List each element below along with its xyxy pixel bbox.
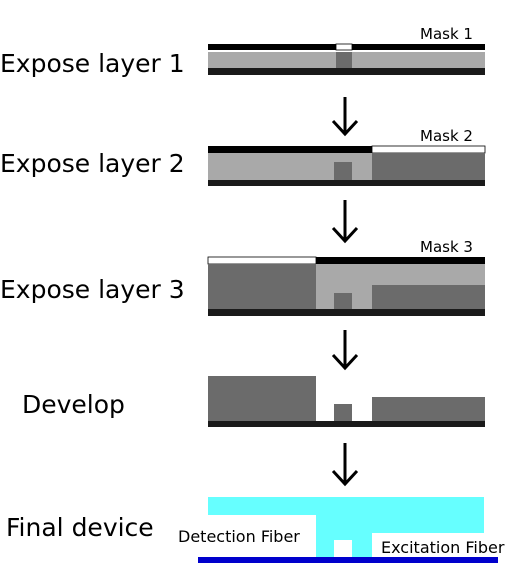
exposed-pillar (336, 52, 352, 68)
substrate (208, 68, 485, 75)
developed-block-right (372, 397, 485, 421)
step-label-expose-layer-3: Expose layer 3 (0, 275, 185, 304)
substrate (208, 309, 485, 316)
mask-1-opaque-left (208, 44, 336, 50)
mask-2-label: Mask 2 (420, 127, 473, 145)
exposed-region-layer-2 (372, 153, 485, 180)
developed-pillar (334, 404, 352, 421)
mask-1 (208, 43, 485, 51)
step-label-expose-layer-2: Expose layer 2 (0, 149, 185, 178)
substrate (208, 180, 485, 186)
mask-3 (207, 256, 485, 265)
stack-2 (208, 153, 485, 186)
exposed-pillar (334, 293, 352, 309)
fiber-base (198, 557, 498, 563)
stack-4 (208, 376, 485, 427)
stack-1 (208, 52, 485, 75)
step-label-develop: Develop (22, 390, 125, 419)
mask-2-clear (371, 145, 486, 154)
substrate (208, 421, 485, 427)
arrow-down-3 (331, 330, 359, 371)
exposed-region-layer-3 (208, 264, 316, 309)
exposed-pillar (334, 162, 352, 180)
developed-block-left (208, 376, 316, 421)
mask-3-label: Mask 3 (420, 238, 473, 256)
final-device (198, 497, 498, 563)
stack-3 (208, 264, 485, 316)
mask-1-opaque-right (352, 44, 485, 50)
arrow-down-4 (331, 443, 359, 487)
exposed-region-layer-2 (372, 285, 485, 309)
arrow-down-1 (331, 97, 359, 137)
arrow-down-2 (331, 200, 359, 244)
mask-2-opaque (208, 146, 372, 153)
mask-3-opaque (316, 257, 485, 264)
excitation-fiber-label: Excitation Fiber (381, 538, 505, 557)
mask-3-clear (207, 256, 317, 265)
mask-2 (208, 145, 486, 154)
step-label-expose-layer-1: Expose layer 1 (0, 49, 185, 78)
step-label-final-device: Final device (6, 513, 154, 542)
mask-1-clear-window (335, 43, 353, 51)
mask-1-label: Mask 1 (420, 25, 473, 43)
final-device-body (208, 497, 484, 557)
detection-fiber-label: Detection Fiber (178, 527, 300, 546)
